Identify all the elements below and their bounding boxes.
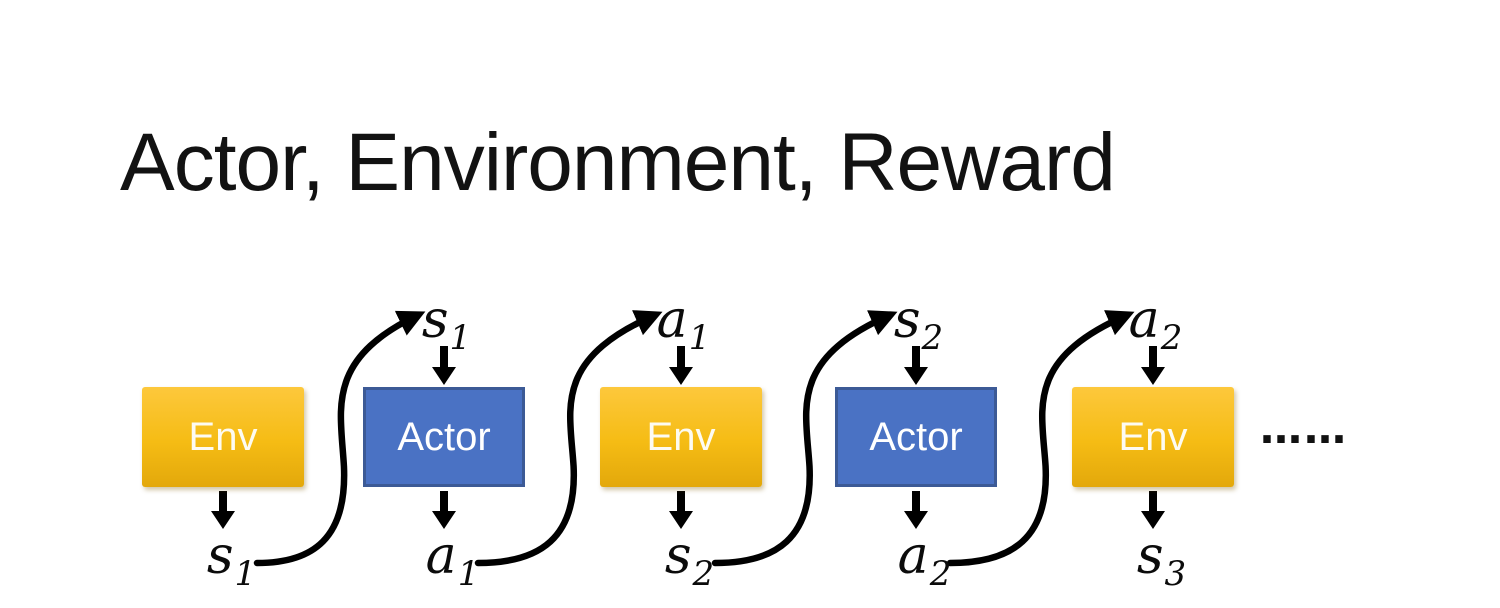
env-3-input-arrow <box>1141 346 1165 385</box>
flow-curve-arrow-a1 <box>474 310 663 567</box>
env-2-box: Env <box>600 387 762 487</box>
ellipsis-dots: …… <box>1260 404 1348 453</box>
env-2-top-label: a1 <box>656 290 711 358</box>
env-1-box: Env <box>142 387 304 487</box>
env-3-output-arrow <box>1141 491 1165 529</box>
env-3-top-label: a2 <box>1128 290 1183 358</box>
flow-curve-arrow-s1 <box>253 310 426 567</box>
env-1-output-arrow <box>211 491 235 529</box>
actor-2-input-arrow <box>904 346 928 385</box>
env-1-bottom-label: s1 <box>206 526 257 594</box>
env-2-bottom-label: s2 <box>664 526 715 594</box>
env-1-box-label: Env <box>188 415 258 459</box>
flow-curve-arrow-a2 <box>946 310 1135 567</box>
actor-1-box-label: Actor <box>397 415 491 459</box>
actor-1-box: Actor <box>363 387 525 487</box>
actor-2-top-label: s2 <box>893 290 944 358</box>
actor-1-bottom-label: a1 <box>425 526 480 594</box>
actor-1-top-label: s1 <box>421 290 472 358</box>
actor-1-output-arrow <box>432 491 456 529</box>
env-3-bottom-label: s3 <box>1136 526 1187 594</box>
actor-2-box: Actor <box>835 387 997 487</box>
env-2-output-arrow <box>669 491 693 529</box>
env-3-box-label: Env <box>1118 415 1188 459</box>
actor-2-bottom-label: a2 <box>897 526 952 594</box>
flow-curve-arrow-s2 <box>711 310 898 567</box>
env-2-box-label: Env <box>646 415 716 459</box>
actor-1-input-arrow <box>432 346 456 385</box>
env-2-input-arrow <box>669 346 693 385</box>
slide-title: Actor, Environment, Reward <box>120 117 1116 208</box>
actor-2-output-arrow <box>904 491 928 529</box>
actor-2-box-label: Actor <box>869 415 963 459</box>
env-3-box: Env <box>1072 387 1234 487</box>
